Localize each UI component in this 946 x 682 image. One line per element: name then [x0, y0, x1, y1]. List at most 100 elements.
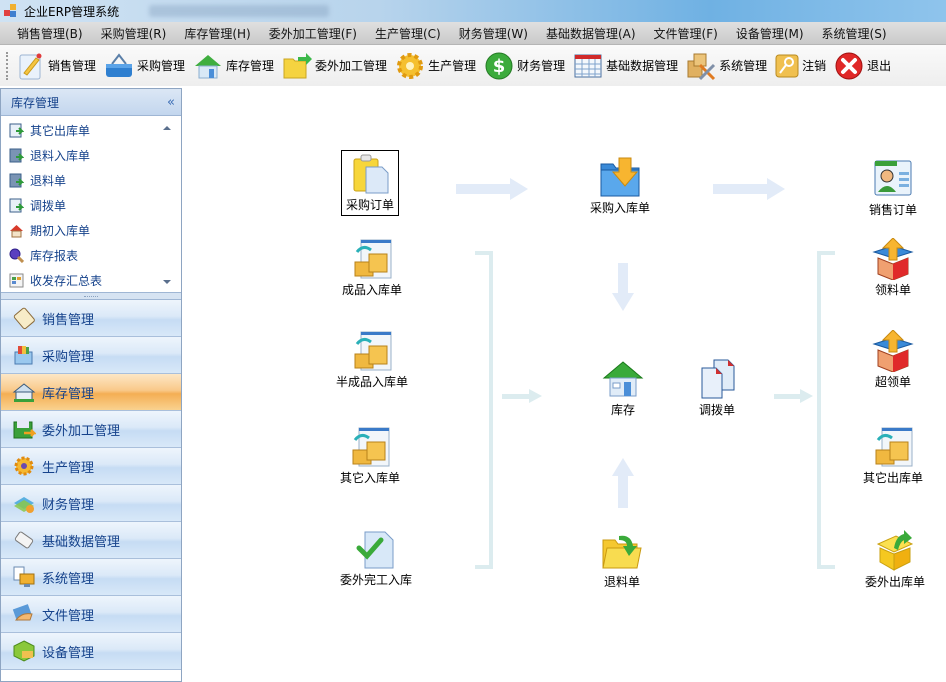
toolbar-purchase-button[interactable]: 采购管理 — [104, 51, 185, 81]
nav-sales[interactable]: 销售管理 — [1, 300, 181, 337]
menu-outsource[interactable]: 委外加工管理(F) — [268, 26, 357, 41]
menu-files[interactable]: 文件管理(F) — [653, 26, 718, 41]
node-sales-order[interactable]: 销售订单 — [869, 158, 917, 218]
box-icon — [12, 343, 36, 367]
node-outsource-done-in[interactable]: 委外完工入库 — [340, 528, 412, 588]
hand-file-icon — [12, 602, 36, 626]
money-icon — [12, 491, 36, 515]
document-check-icon — [355, 528, 397, 570]
nav-finance[interactable]: 财务管理 — [1, 485, 181, 522]
document-arrow-icon — [9, 148, 25, 163]
pencil-document-icon — [15, 51, 45, 81]
menu-bar: 销售管理(B) 采购管理(R) 库存管理(H) 委外加工管理(F) 生产管理(C… — [0, 22, 946, 45]
node-pick-material[interactable]: 领料单 — [872, 237, 914, 298]
boxes-in-icon — [351, 238, 393, 280]
box-up-icon — [872, 329, 914, 373]
sidebar-title: 库存管理 — [11, 95, 60, 110]
dollar-icon: $ — [484, 51, 514, 81]
arrow-up — [612, 458, 634, 508]
left-bracket — [475, 251, 493, 569]
sidebar-item-other-out[interactable]: 其它出库单 — [1, 118, 181, 143]
documents-icon — [696, 358, 738, 400]
toolbar-system-button[interactable]: 系统管理 — [686, 51, 767, 81]
menu-basic-data[interactable]: 基础数据管理(A) — [545, 26, 636, 41]
table-icon — [573, 51, 603, 81]
folder-download-icon — [599, 156, 641, 198]
scroll-up-icon[interactable] — [163, 126, 171, 130]
clipboard-document-icon — [349, 153, 391, 195]
folder-arrow-icon — [12, 417, 38, 441]
sidebar-item-return-material[interactable]: 退料单 — [1, 168, 181, 193]
contact-card-icon — [872, 158, 914, 200]
sidebar-item-return-in[interactable]: 退料入库单 — [1, 143, 181, 168]
sidebar-item-list: 其它出库单 退料入库单 退料单 调拨单 期初入库单 库存报表 收发存汇总表 — [1, 116, 181, 292]
menu-inventory[interactable]: 库存管理(H) — [184, 26, 251, 41]
node-transfer[interactable]: 调拨单 — [696, 358, 738, 418]
node-finished-in[interactable]: 成品入库单 — [342, 238, 402, 298]
box-up-icon — [872, 237, 914, 281]
nav-equipment[interactable]: 设备管理 — [1, 633, 181, 670]
spreadsheet-icon — [9, 273, 24, 288]
node-outsource-out[interactable]: 委外出库单 — [865, 530, 925, 590]
toolbar-outsource-button[interactable]: 委外加工管理 — [282, 51, 387, 81]
title-bar: 企业ERP管理系统 — [0, 0, 946, 22]
arrow-right-small — [774, 389, 814, 403]
arrow-right-small — [502, 389, 542, 403]
node-return-material[interactable]: 退料单 — [601, 530, 643, 590]
sidebar: 库存管理 « 其它出库单 退料入库单 退料单 调拨单 期初入库单 库存报表 — [0, 88, 182, 682]
inventory-flow-canvas: 采购订单 采购入库单 销售订单 成品入库单 半成品入库单 其它入库单 — [186, 88, 946, 682]
node-semi-finished-in[interactable]: 半成品入库单 — [336, 330, 408, 390]
boxes-in-icon — [349, 426, 391, 468]
sidebar-splitter[interactable] — [1, 292, 181, 300]
toolbar-basic-data-button[interactable]: 基础数据管理 — [573, 51, 678, 81]
node-purchase-in[interactable]: 采购入库单 — [590, 156, 650, 216]
window-title: 企业ERP管理系统 — [24, 4, 120, 19]
node-other-in[interactable]: 其它入库单 — [340, 426, 400, 486]
key-icon — [775, 51, 799, 81]
blurred-title-text — [149, 5, 330, 17]
scroll-down-icon[interactable] — [163, 280, 171, 284]
menu-equipment[interactable]: 设备管理(M) — [735, 26, 804, 41]
node-other-out[interactable]: 其它出库单 — [863, 426, 923, 486]
toolbar-sales-button[interactable]: 销售管理 — [15, 51, 96, 81]
right-bracket — [817, 251, 835, 569]
collapse-icon[interactable]: « — [167, 94, 175, 110]
node-over-pick[interactable]: 超领单 — [872, 329, 914, 390]
node-inventory[interactable]: 库存 — [602, 358, 644, 418]
menu-finance[interactable]: 财务管理(W) — [458, 26, 528, 41]
sidebar-item-transfer[interactable]: 调拨单 — [1, 193, 181, 218]
node-purchase-order[interactable]: 采购订单 — [341, 150, 400, 216]
toolbar-production-button[interactable]: 生产管理 — [395, 51, 476, 81]
nav-files[interactable]: 文件管理 — [1, 596, 181, 633]
nav-inventory[interactable]: 库存管理 — [1, 374, 181, 411]
menu-purchase[interactable]: 采购管理(R) — [100, 26, 167, 41]
nav-purchase[interactable]: 采购管理 — [1, 337, 181, 374]
folder-return-icon — [601, 530, 643, 572]
warehouse-icon — [12, 380, 36, 404]
nav-system[interactable]: 系统管理 — [1, 559, 181, 596]
close-icon — [834, 51, 864, 81]
sidebar-item-summary[interactable]: 收发存汇总表 — [1, 268, 181, 293]
house-icon — [602, 358, 644, 400]
boxes-out-icon — [872, 426, 914, 468]
nav-outsource[interactable]: 委外加工管理 — [1, 411, 181, 448]
toolbar-finance-button[interactable]: $ 财务管理 — [484, 51, 565, 81]
sidebar-header: 库存管理 « — [1, 89, 181, 116]
toolbar-logout-button[interactable]: 注销 — [775, 51, 826, 81]
toolbar-exit-button[interactable]: 退出 — [834, 51, 891, 81]
nav-production[interactable]: 生产管理 — [1, 448, 181, 485]
sidebar-item-opening-in[interactable]: 期初入库单 — [1, 218, 181, 243]
toolbar-grip[interactable] — [6, 51, 9, 80]
arrow-down — [612, 263, 634, 313]
menu-system[interactable]: 系统管理(S) — [821, 26, 887, 41]
boxes-in-icon — [351, 330, 393, 372]
house-icon — [193, 51, 223, 81]
menu-sales[interactable]: 销售管理(B) — [17, 26, 83, 41]
menu-production[interactable]: 生产管理(C) — [374, 26, 441, 41]
toolbar-inventory-button[interactable]: 库存管理 — [193, 51, 274, 81]
document-arrow-icon — [9, 198, 25, 213]
nav-basic-data[interactable]: 基础数据管理 — [1, 522, 181, 559]
sidebar-item-inventory-report[interactable]: 库存报表 — [1, 243, 181, 268]
shopping-basket-icon — [104, 51, 134, 81]
monitor-icon — [12, 565, 36, 589]
